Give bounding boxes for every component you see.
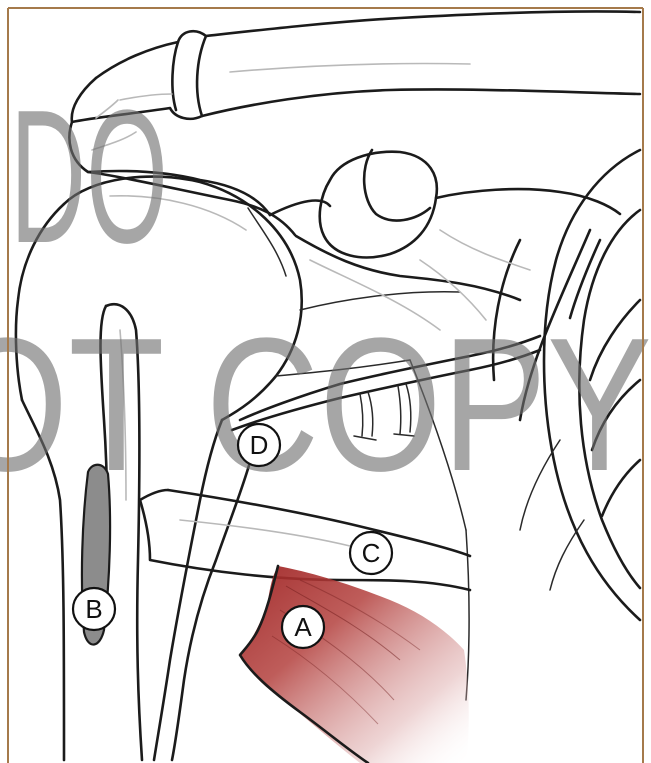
label-a: A [282, 606, 324, 648]
label-b: B [73, 588, 115, 630]
label-c-text: C [362, 538, 381, 568]
watermark-line-1: DO [10, 71, 168, 283]
watermark-line-2: NOT COPY [0, 299, 651, 511]
label-d: D [238, 424, 280, 466]
label-b-text: B [85, 594, 102, 624]
label-c: C [350, 532, 392, 574]
label-a-text: A [294, 612, 312, 642]
label-d-text: D [250, 430, 269, 460]
